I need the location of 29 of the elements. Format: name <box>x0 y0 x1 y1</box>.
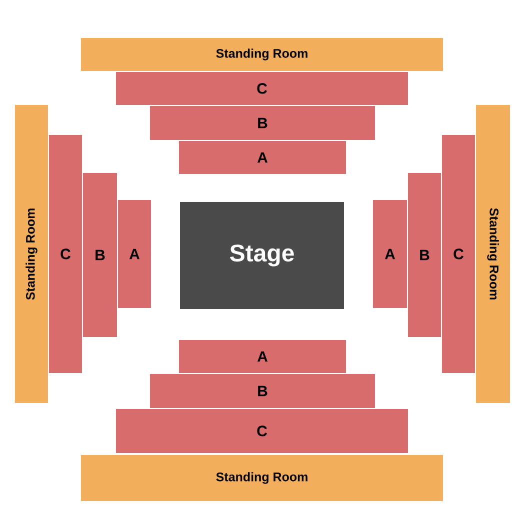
standing-room-section: Standing Room <box>476 105 510 403</box>
seating-section: C <box>442 135 475 373</box>
stage: Stage <box>180 202 344 309</box>
standing-room-section: Standing Room <box>15 105 48 403</box>
seating-section: C <box>49 135 82 373</box>
node-label: B <box>258 386 268 396</box>
node-label: A <box>257 351 268 362</box>
standing-room-section: Standing Room <box>81 38 443 71</box>
seating-section: A <box>118 200 151 308</box>
node-label: A <box>129 248 140 260</box>
seating-section: C <box>116 409 408 453</box>
node-label: B <box>96 250 105 260</box>
node-label: B <box>258 118 268 128</box>
seating-section: A <box>179 340 346 373</box>
seating-section: A <box>373 200 407 308</box>
node-label: C <box>60 248 70 260</box>
seating-section: B <box>150 106 375 140</box>
node-label: C <box>257 426 267 436</box>
node-label: C <box>257 83 267 94</box>
seating-section: A <box>179 141 346 174</box>
node-label: A <box>257 152 268 163</box>
seating-section: C <box>116 72 408 105</box>
standing-room-section: Standing Room <box>81 455 443 501</box>
node-label: A <box>384 248 396 260</box>
seating-section: B <box>150 374 375 408</box>
node-label: C <box>454 248 464 260</box>
seating-section: B <box>83 173 117 337</box>
seating-section: B <box>408 173 441 337</box>
node-label: B <box>420 250 430 260</box>
